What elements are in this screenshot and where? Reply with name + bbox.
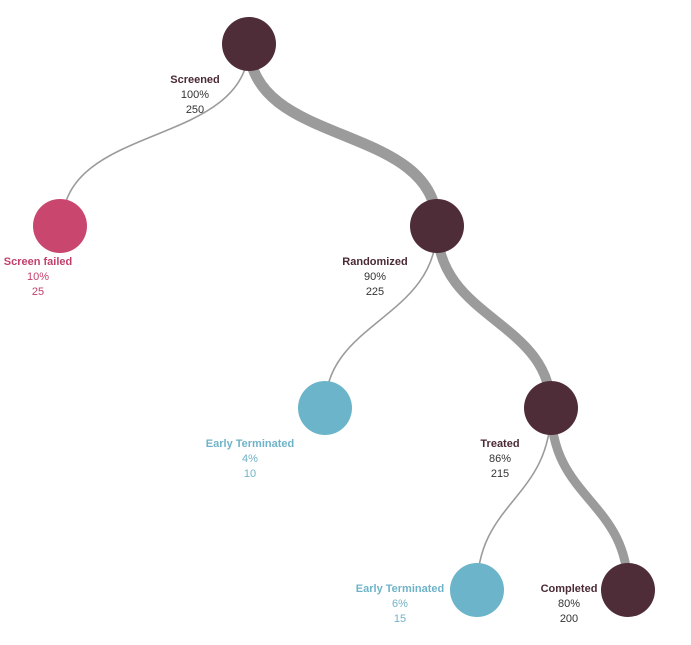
label-early-terminated-1-count: 10: [243, 468, 257, 480]
label-screened-count: 250: [185, 104, 205, 116]
label-treated-name: Treated: [480, 438, 520, 450]
label-completed-pct: 80%: [557, 598, 581, 610]
link-randomized-early-terminated: [324, 225, 438, 409]
label-randomized-name: Randomized: [342, 256, 408, 268]
node-screen-failed[interactable]: [33, 199, 87, 253]
link-treated-early-terminated: [476, 407, 552, 591]
label-completed: Completed 80% 200: [541, 582, 598, 627]
label-randomized: Randomized 90% 225: [342, 255, 407, 300]
label-early-terminated-1: Early Terminated 4% 10: [206, 437, 294, 482]
label-early-terminated-1-pct: 4%: [242, 453, 258, 465]
label-early-terminated-2-pct: 6%: [392, 598, 408, 610]
label-early-terminated-2-count: 15: [393, 613, 407, 625]
node-early-terminated-2[interactable]: [450, 563, 504, 617]
link-screened-screen-failed: [61, 43, 250, 227]
label-randomized-pct: 90%: [363, 271, 387, 283]
label-screened-pct: 100%: [180, 89, 210, 101]
node-randomized[interactable]: [410, 199, 464, 253]
link-treated-completed: [546, 407, 633, 591]
label-treated-pct: 86%: [488, 453, 512, 465]
node-screened[interactable]: [222, 17, 276, 71]
label-screen-failed: Screen failed 10% 25: [4, 255, 72, 300]
label-early-terminated-2: Early Terminated 6% 15: [356, 582, 444, 627]
label-treated: Treated 86% 215: [480, 437, 519, 482]
node-completed[interactable]: [601, 563, 655, 617]
label-screen-failed-name: Screen failed: [3, 256, 73, 268]
node-treated[interactable]: [524, 381, 578, 435]
label-screen-failed-pct: 10%: [26, 271, 50, 283]
label-early-terminated-1-name: Early Terminated: [205, 438, 295, 450]
label-randomized-count: 225: [365, 286, 385, 298]
link-screened-randomized: [243, 43, 443, 227]
label-completed-count: 200: [559, 613, 579, 625]
link-randomized-treated: [432, 225, 556, 409]
label-screen-failed-count: 25: [31, 286, 45, 298]
label-screened: Screened 100% 250: [170, 73, 220, 118]
label-early-terminated-2-name: Early Terminated: [355, 583, 445, 595]
label-treated-count: 215: [490, 468, 510, 480]
node-early-terminated-1[interactable]: [298, 381, 352, 435]
label-completed-name: Completed: [540, 583, 598, 595]
label-screened-name: Screened: [170, 74, 220, 86]
